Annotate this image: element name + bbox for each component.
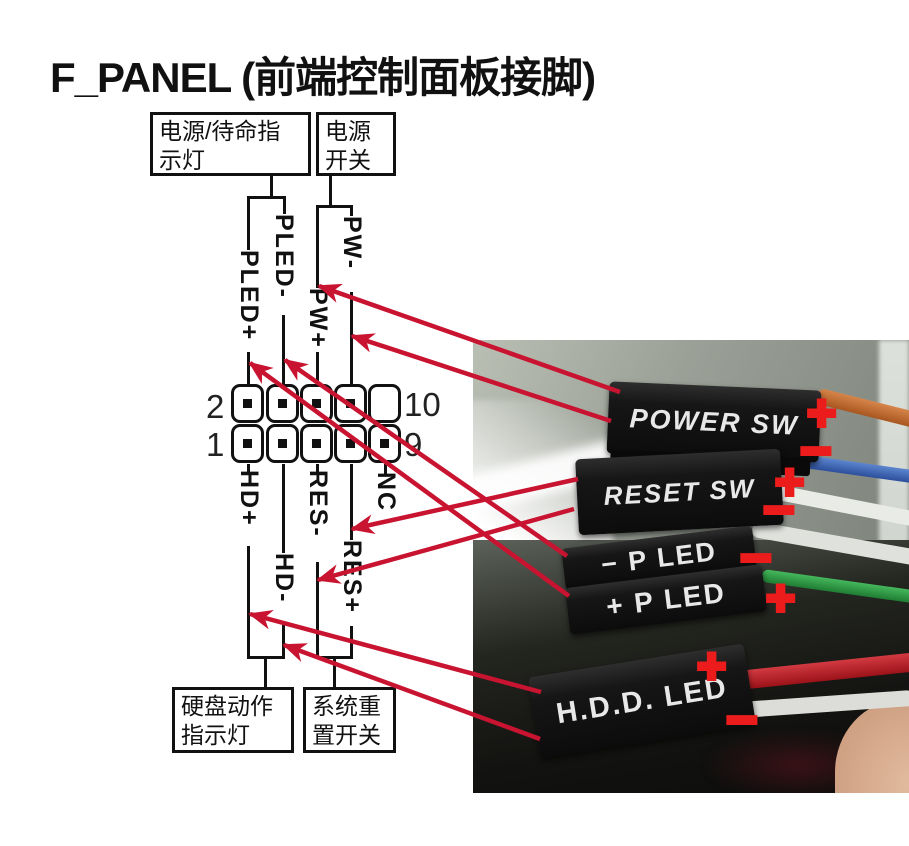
power-switch-box-line2: 开关 bbox=[325, 147, 371, 173]
pin-label-nc: NC bbox=[372, 472, 400, 513]
pin-cell-6 bbox=[300, 384, 333, 423]
reset-sw-label: RESET SW bbox=[602, 472, 757, 511]
pin-cell-5 bbox=[300, 424, 333, 463]
reset-sw-connector: RESET SW bbox=[575, 448, 784, 536]
hdd-plus-mark: + bbox=[695, 638, 728, 694]
pin-label-hd-plus: HD+ bbox=[235, 470, 263, 527]
pled-minus-mark: − bbox=[738, 528, 773, 588]
pin-dot bbox=[243, 439, 252, 448]
system-reset-box-line1: 系统重 bbox=[312, 693, 381, 719]
wire-line bbox=[264, 656, 267, 687]
pin-label-pw-plus: PW+ bbox=[304, 288, 332, 349]
pin-dot bbox=[278, 399, 287, 408]
system-reset-box-line2: 置开关 bbox=[312, 722, 381, 748]
pin-cell-8 bbox=[334, 384, 367, 423]
pin-cell-2 bbox=[231, 384, 264, 423]
system-reset-box: 系统重 置开关 bbox=[303, 687, 396, 753]
pin-cell-9 bbox=[368, 424, 401, 463]
hdd-activity-box-line2: 指示灯 bbox=[181, 722, 250, 748]
power-switch-box: 电源 开关 bbox=[316, 112, 396, 176]
pled-plus-mark: + bbox=[764, 570, 797, 626]
pin-number-10: 10 bbox=[404, 386, 441, 423]
wire-line bbox=[247, 352, 250, 385]
page-title: F_PANEL (前端控制面板接脚) bbox=[50, 54, 596, 101]
pin-number-2: 2 bbox=[206, 388, 225, 425]
pin-cell-3 bbox=[266, 424, 299, 463]
pin-label-pled-minus: PLED- bbox=[270, 214, 298, 299]
pin-cell-4 bbox=[266, 384, 299, 423]
pin-number-1: 1 bbox=[206, 426, 225, 463]
wire-line bbox=[350, 464, 353, 540]
pin-dot bbox=[346, 439, 355, 448]
power-sw-minus-mark: − bbox=[798, 421, 833, 481]
power-sw-label: POWER SW bbox=[628, 402, 800, 441]
wire-line bbox=[282, 464, 285, 553]
connector-photo: POWER SW RESET SW − P LED + P LED H.D.D.… bbox=[473, 340, 909, 793]
wire-line bbox=[247, 546, 250, 659]
pin-dot bbox=[312, 439, 321, 448]
pled-plus-label: + P LED bbox=[604, 576, 728, 622]
power-switch-box-line1: 电源 bbox=[325, 118, 371, 144]
hdd-activity-box-line1: 硬盘动作 bbox=[181, 693, 273, 719]
wire-line bbox=[350, 626, 353, 659]
pin-number-9: 9 bbox=[404, 426, 423, 463]
power-led-box-line2: 示灯 bbox=[159, 147, 205, 173]
pin-label-pw-minus: PW- bbox=[338, 216, 366, 271]
pin-dot bbox=[346, 399, 355, 408]
wire-line bbox=[283, 196, 286, 214]
wire-line bbox=[316, 205, 353, 208]
wire-line bbox=[282, 625, 285, 659]
wire-line bbox=[247, 196, 250, 250]
pin-cell-1 bbox=[231, 424, 264, 463]
pin-label-res-plus: RES+ bbox=[338, 540, 366, 615]
power-led-box-line1: 电源/待命指 bbox=[159, 118, 281, 144]
pin-label-pled-plus: PLED+ bbox=[235, 250, 263, 342]
wire-line bbox=[350, 292, 353, 385]
pin-dot bbox=[312, 399, 321, 408]
pin-dot bbox=[243, 399, 252, 408]
pin-cell-7 bbox=[334, 424, 367, 463]
pin-dot bbox=[278, 439, 287, 448]
wire-line bbox=[270, 176, 273, 198]
reset-sw-plus-mark: + bbox=[773, 454, 806, 510]
wire-line bbox=[316, 562, 319, 659]
pin-label-res-minus: RES- bbox=[304, 470, 332, 538]
wire-line bbox=[316, 205, 319, 288]
power-sw-connector: POWER SW bbox=[606, 381, 822, 477]
wire-line bbox=[282, 315, 285, 385]
pin-label-hd-minus: HD- bbox=[270, 553, 298, 604]
reset-sw-minus-mark: − bbox=[761, 480, 796, 540]
wire-line bbox=[247, 196, 286, 199]
hdd-activity-box: 硬盘动作 指示灯 bbox=[172, 687, 294, 753]
pin-cell-10-empty bbox=[368, 384, 401, 423]
power-sw-plus-mark: + bbox=[805, 385, 838, 441]
pin-dot bbox=[380, 439, 389, 448]
wire-line bbox=[247, 464, 250, 472]
wire-line bbox=[350, 205, 353, 216]
power-led-box: 电源/待命指 示灯 bbox=[150, 112, 311, 176]
wire-line bbox=[329, 176, 332, 205]
wire-line bbox=[316, 352, 319, 385]
wire-line bbox=[333, 656, 336, 687]
hdd-minus-mark: − bbox=[724, 690, 759, 750]
